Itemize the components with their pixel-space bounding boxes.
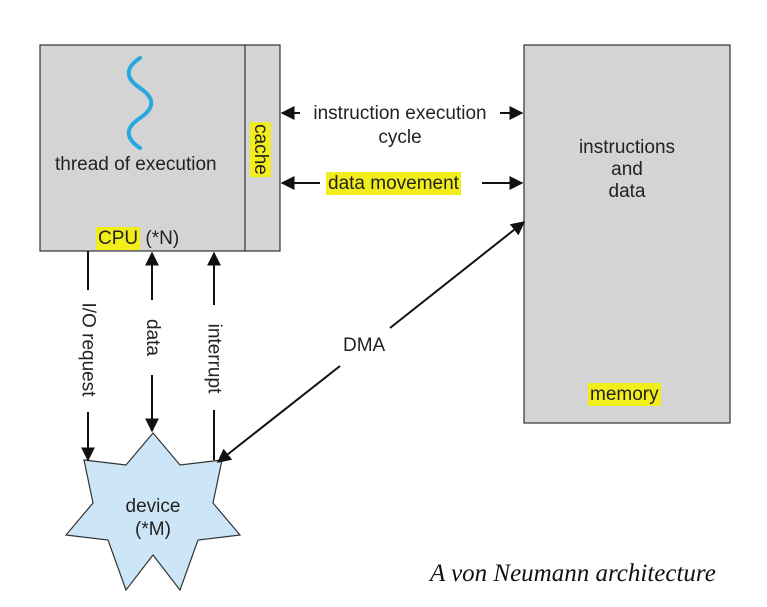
- memory-content-line3: data: [608, 180, 646, 202]
- cache-label-text: cache: [249, 122, 271, 177]
- device-line2: (*M): [135, 518, 171, 540]
- memory-content-label: instructions and data: [527, 137, 727, 203]
- dma-arrow-lower: [216, 365, 341, 463]
- cpu-label: CPU (*N): [96, 227, 180, 250]
- memory-label-text: memory: [588, 383, 661, 406]
- thread-wave-icon: [126, 56, 154, 150]
- interrupt-label: interrupt: [169, 324, 259, 394]
- figure-caption: A von Neumann architecture: [430, 560, 716, 587]
- memory-content-line2: and: [611, 158, 643, 180]
- dma-arrow-upper: [389, 221, 526, 329]
- memory-content-line1: instructions: [578, 137, 676, 158]
- memory-box: [523, 44, 731, 424]
- data-label: data: [122, 319, 182, 356]
- data-text: data: [141, 319, 163, 356]
- interrupt-text: interrupt: [203, 323, 225, 394]
- instruction-cycle-line1: instruction execution: [313, 103, 487, 124]
- memory-label: memory: [588, 383, 661, 406]
- io-request-text: I/O request: [77, 302, 99, 397]
- data-movement-label: data movement: [326, 172, 461, 195]
- cpu-label-text: CPU: [96, 227, 141, 250]
- cache-label: cache: [233, 122, 283, 177]
- device-label: device (*M): [113, 496, 193, 542]
- dma-label: DMA: [343, 335, 386, 356]
- thread-of-execution-label: thread of execution: [55, 154, 217, 175]
- cpu-count: (*N): [145, 228, 180, 249]
- data-movement-text: data movement: [326, 172, 461, 195]
- instruction-cycle-line2: cycle: [378, 127, 422, 148]
- device-star: [64, 432, 242, 592]
- device-line1: device: [125, 496, 181, 517]
- instruction-cycle-label: instruction execution cycle: [300, 104, 500, 147]
- cpu-box: [39, 44, 281, 252]
